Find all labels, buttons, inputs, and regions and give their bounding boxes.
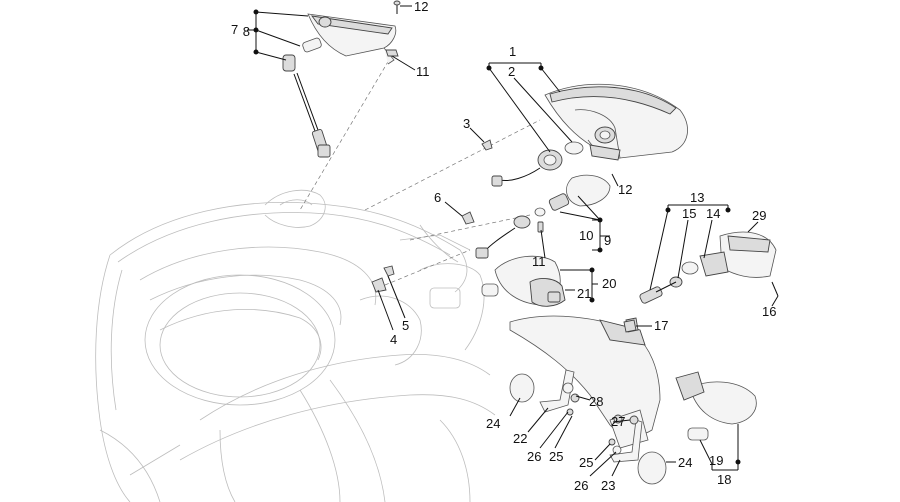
callout-23: 23	[601, 478, 615, 493]
assembly-guide-lines	[299, 54, 541, 286]
callout-13: 13	[690, 190, 704, 205]
callout-10: 10	[579, 228, 593, 243]
scooter-rear-body	[95, 189, 496, 502]
rear-turn-signal-left	[481, 255, 566, 307]
callout-12-mid: 12	[618, 182, 632, 197]
callout-24-right: 24	[678, 455, 692, 470]
rear-mudguard-bracket	[509, 315, 661, 449]
callout-27: 27	[611, 414, 625, 429]
callout-17: 17	[654, 318, 668, 333]
callout-21: 21	[577, 286, 591, 301]
callout-5: 5	[402, 318, 409, 333]
callout-9: 9	[604, 233, 611, 248]
clip-6	[461, 211, 475, 225]
licence-plate-light	[639, 231, 779, 304]
callout-20: 20	[602, 276, 616, 291]
clips-4-5	[371, 265, 395, 293]
callout-11-top: 11	[416, 64, 430, 79]
rear-turn-signal-lower	[675, 371, 757, 441]
callout-25-left: 25	[549, 449, 563, 464]
front-position-light	[282, 13, 397, 158]
callout-25-lower: 25	[579, 455, 593, 470]
callout-3: 3	[463, 116, 470, 131]
callout-11-mid: 11	[532, 254, 546, 269]
callout-29: 29	[752, 208, 766, 223]
reflector-left	[509, 373, 535, 403]
callout-22: 22	[513, 431, 527, 446]
tail-bulb-and-socket	[481, 139, 584, 187]
callout-4: 4	[390, 332, 397, 347]
tail-light-assembly	[544, 83, 688, 161]
callout-28: 28	[589, 394, 603, 409]
callout-16: 16	[762, 304, 776, 319]
callout-14: 14	[706, 206, 720, 221]
callout-26-lower: 26	[574, 478, 588, 493]
callout-6: 6	[434, 190, 441, 205]
callout-19: 19	[709, 453, 723, 468]
reflector-right	[637, 451, 667, 485]
callout-18: 18	[717, 472, 731, 487]
callout-26-left: 26	[527, 449, 541, 464]
rear-turn-signal-right	[475, 174, 611, 259]
leader-lines	[247, 5, 779, 477]
callout-labels: 7 8 12 11 1 2 3 12 6 10 9 11 20 21 4 5 1…	[231, 0, 776, 493]
callout-8: 8	[243, 24, 250, 39]
screw-12-top	[393, 0, 401, 14]
callout-2: 2	[508, 64, 515, 79]
clip-17	[623, 319, 637, 333]
leader-bullets	[253, 9, 741, 465]
callout-1: 1	[509, 44, 516, 59]
reflector-brackets	[539, 369, 643, 463]
callout-12-top: 12	[414, 0, 428, 14]
callout-15: 15	[682, 206, 696, 221]
callout-24-left: 24	[486, 416, 500, 431]
nut-11-top	[385, 49, 399, 57]
callout-7: 7	[231, 22, 238, 37]
